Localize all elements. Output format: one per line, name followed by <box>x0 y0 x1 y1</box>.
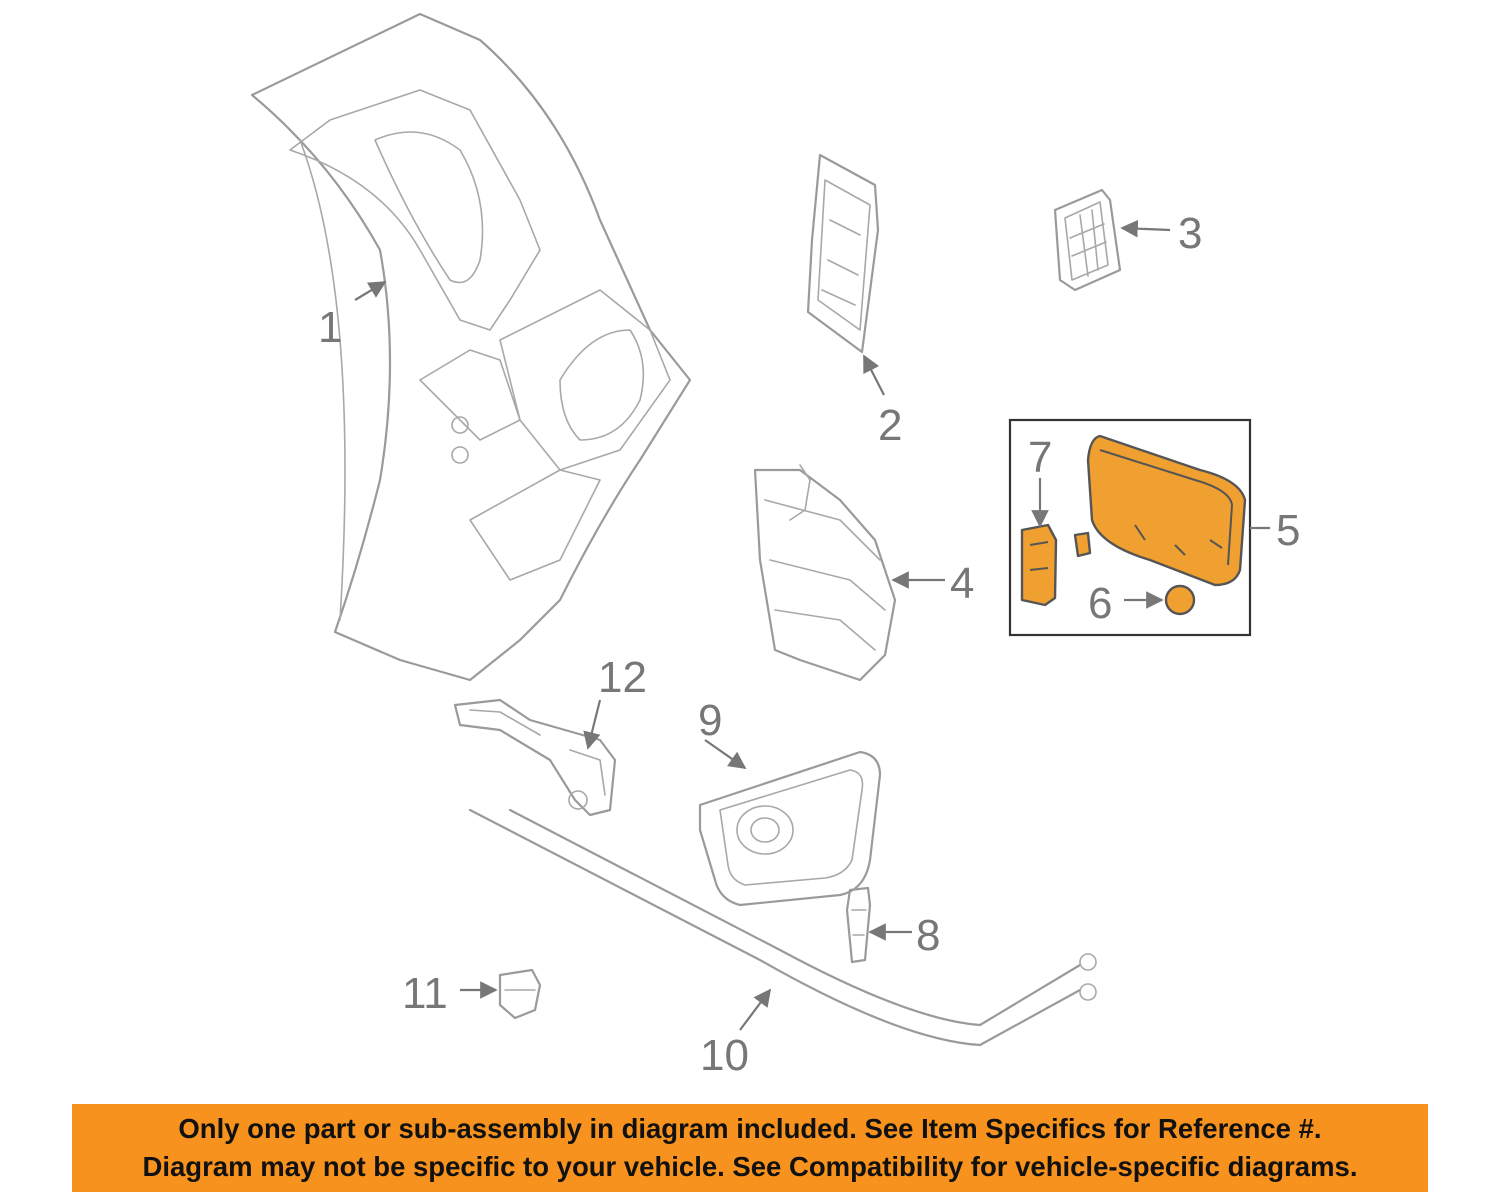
disclaimer-banner: Only one part or sub-assembly in diagram… <box>72 1104 1428 1192</box>
callout-5: 5 <box>1276 506 1300 555</box>
callout-2: 2 <box>878 401 902 450</box>
disclaimer-line-1: Only one part or sub-assembly in diagram… <box>178 1113 1322 1144</box>
callout-3: 3 <box>1178 209 1202 258</box>
part-11-clip <box>498 968 542 1020</box>
callout-12: 12 <box>598 653 647 702</box>
callout-10: 10 <box>700 1031 749 1080</box>
part-1-quarter-panel <box>250 12 692 682</box>
part-12-release-lever <box>453 698 617 817</box>
part-10-release-cable <box>468 808 1097 1047</box>
callout-4: 4 <box>950 559 974 608</box>
part-8-plunger <box>845 886 872 964</box>
part-2-reinforcement <box>806 153 880 354</box>
callout-6: 6 <box>1088 579 1112 628</box>
part-5-fuel-door <box>1086 434 1247 587</box>
callout-11: 11 <box>402 969 448 1018</box>
callout-9: 9 <box>698 696 722 745</box>
disclaimer-line-2: Diagram may not be specific to your vehi… <box>142 1151 1358 1182</box>
part-6-bumper <box>1164 584 1196 616</box>
part-4-splash-shield <box>753 464 897 682</box>
callout-7: 7 <box>1028 433 1052 482</box>
part-3-pressure-vent <box>1053 188 1122 292</box>
part-7-hinge <box>1020 523 1058 607</box>
callout-8: 8 <box>916 911 940 960</box>
callout-1: 1 <box>318 303 342 352</box>
part-9-fuel-door-housing <box>698 750 882 907</box>
